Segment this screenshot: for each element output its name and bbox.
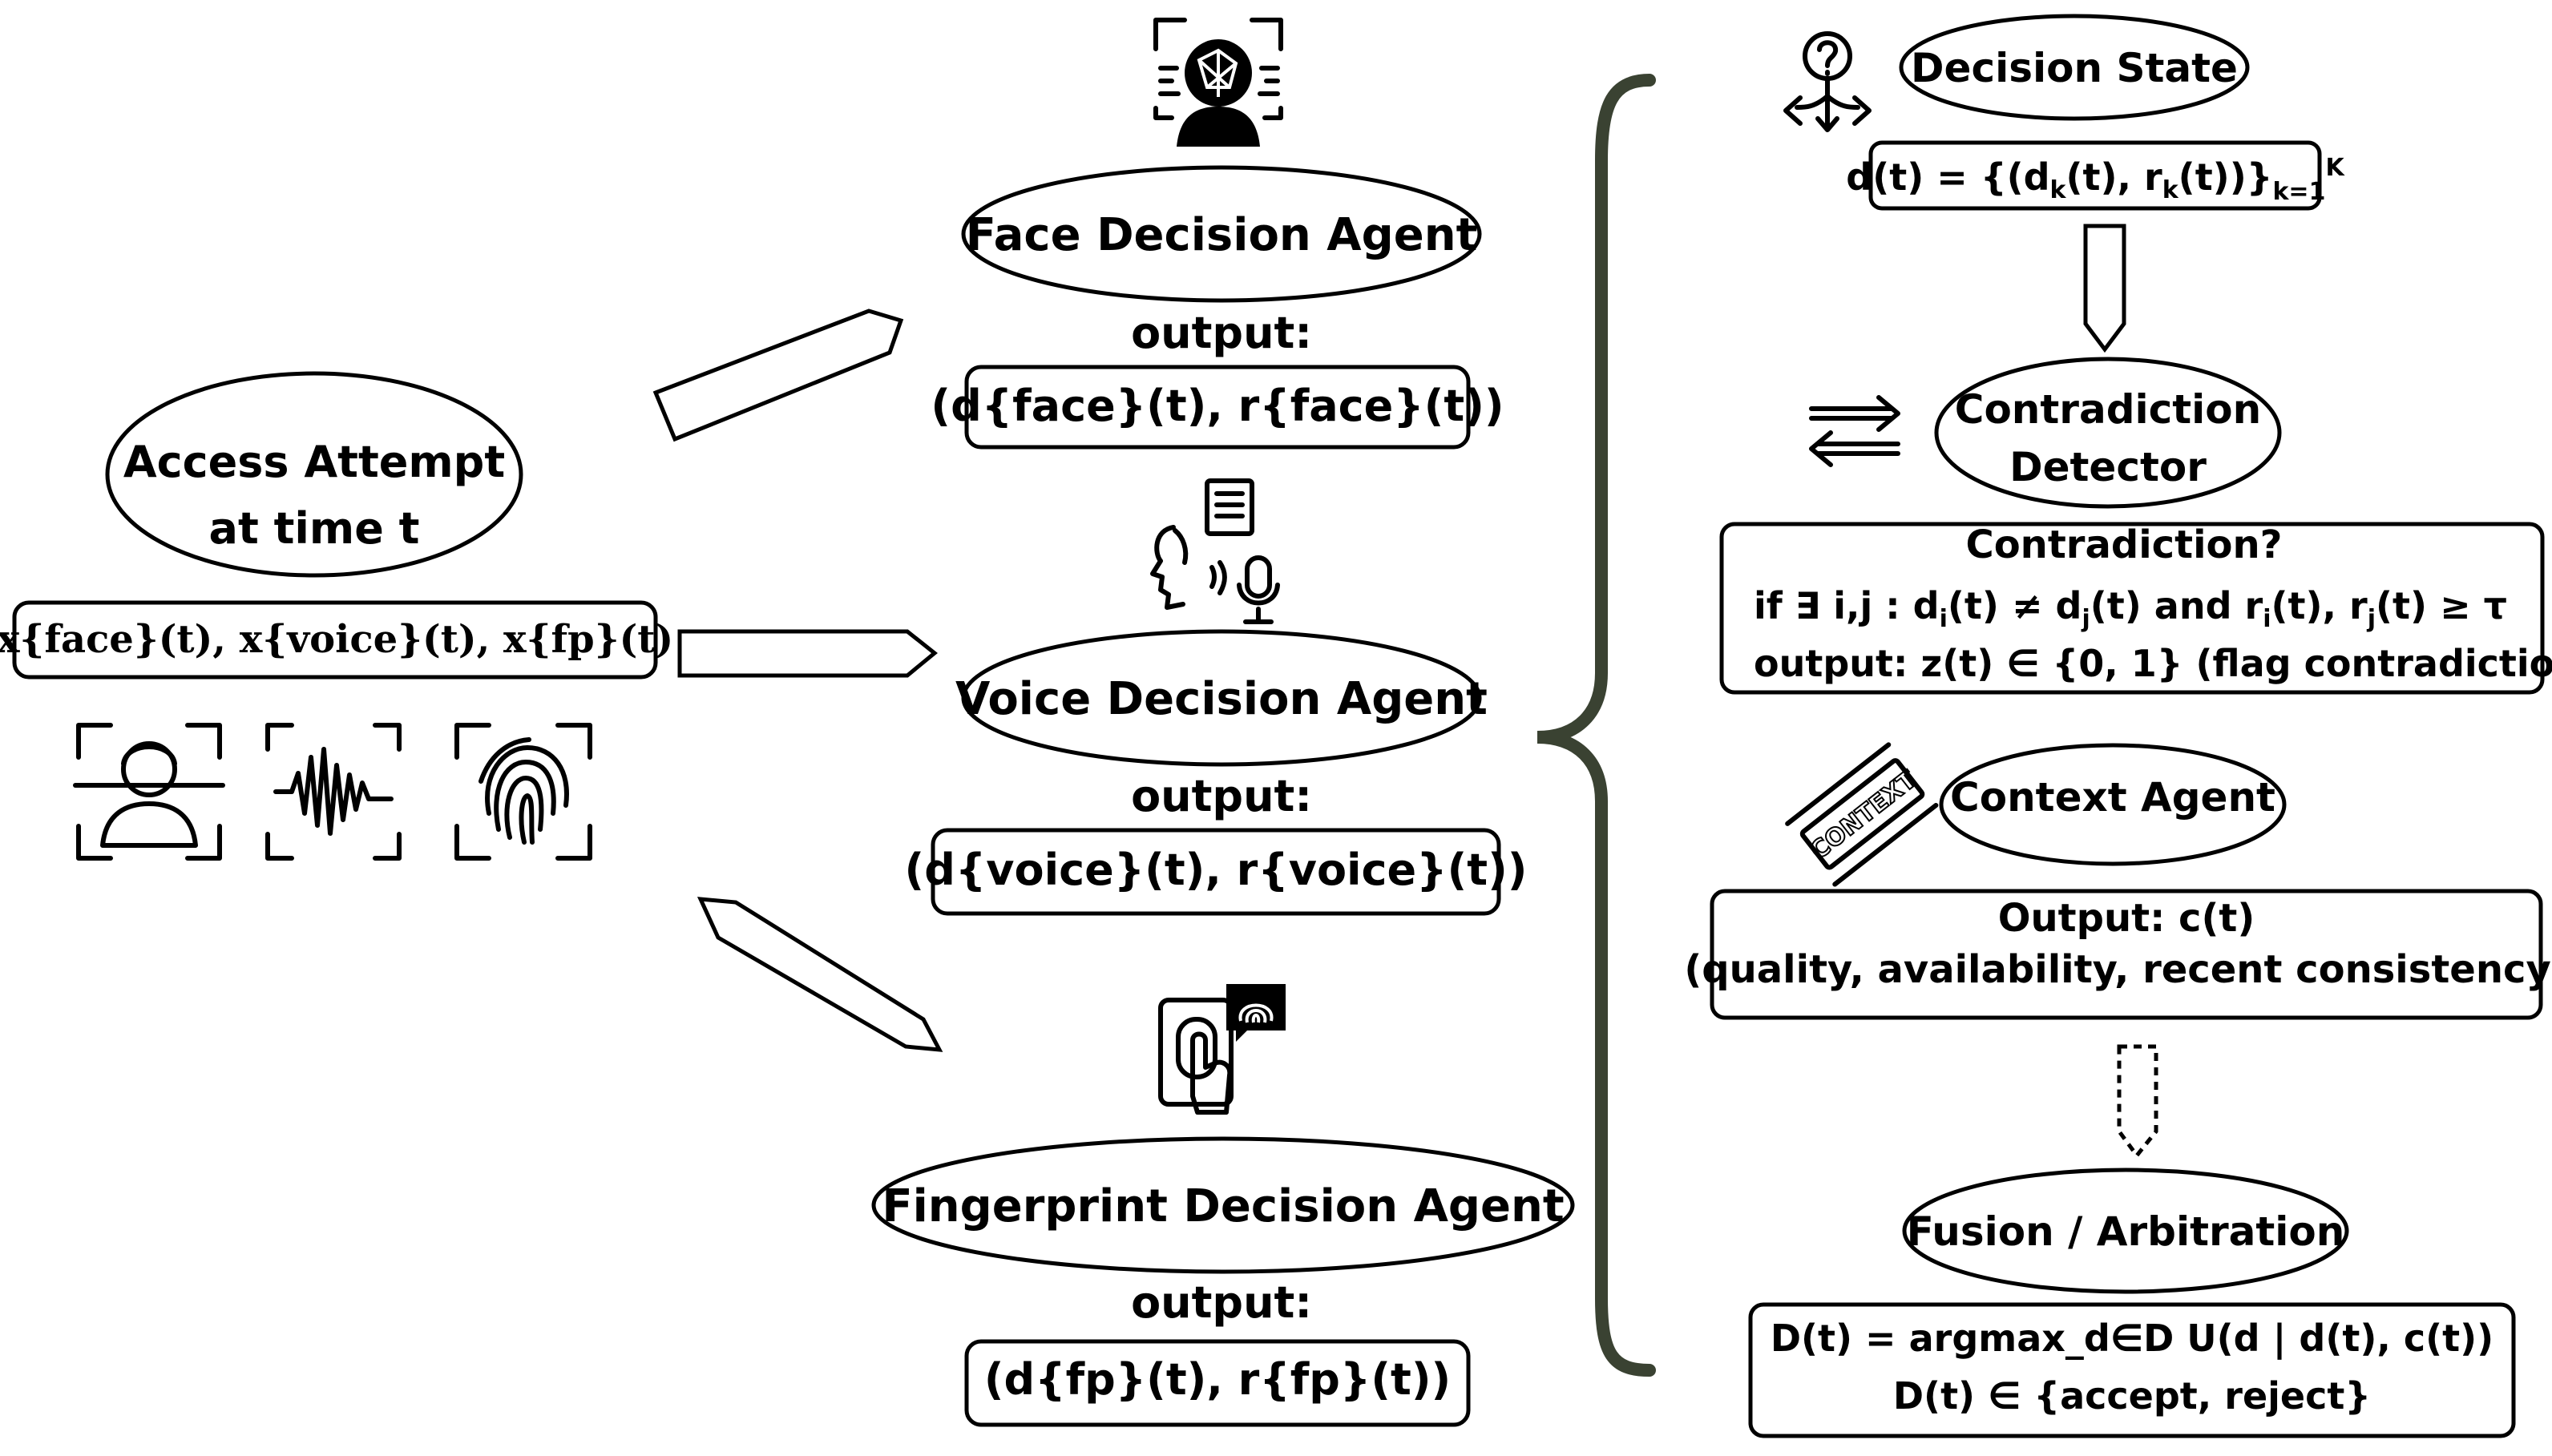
face-agent-output-box: (d{face}(t), r{face}(t))	[931, 365, 1504, 450]
contradiction-detector-node: Contradiction Detector	[1934, 357, 2282, 509]
contradiction-detector-title-line2: Detector	[2009, 444, 2207, 490]
arrow-to-face-agent	[652, 309, 904, 442]
fusion-title: Fusion / Arbitration	[1907, 1208, 2345, 1255]
fingerprint-agent-title: Fingerprint Decision Agent	[882, 1180, 1564, 1232]
context-stamp-icon: CONTEXT	[1785, 742, 1939, 887]
fingerprint-phone-icon	[1158, 984, 1286, 1115]
face-agent-title: Face Decision Agent	[966, 209, 1478, 261]
contradiction-output: output: z(t) ∈ {0, 1} (flag contradictio…	[1754, 642, 2552, 685]
face-agent-node: Face Decision Agent	[961, 165, 1482, 303]
contradiction-rule: if ∃ i,j : di(t) ≠ dj(t) and ri(t), rj(t…	[1754, 584, 2507, 633]
contradiction-box-title: Contradiction?	[1965, 522, 2282, 567]
decision-state-formula-box: d(t) = {(dk(t), rk(t))}k=1K	[1846, 140, 2345, 211]
input-signals-label: x{face}(t), x{voice}(t), x{fp}(t)	[0, 617, 673, 662]
context-agent-title: Context Agent	[1950, 774, 2275, 821]
fusion-arbitration-node: Fusion / Arbitration	[1902, 1168, 2349, 1294]
contradiction-detector-title-line1: Contradiction	[1955, 386, 2262, 433]
voice-agent-title: Voice Decision Agent	[955, 673, 1488, 725]
voice-assistant-icon	[1150, 478, 1280, 624]
access-attempt-title-line1: Access Attempt	[123, 437, 505, 487]
voice-agent-node: Voice Decision Agent	[955, 629, 1488, 767]
decision-icon	[1783, 31, 1872, 132]
context-output-line2: (quality, availability, recent consisten…	[1684, 947, 2552, 992]
fusion-formula-line1: D(t) = argmax_d∈D U(d | d(t), c(t))	[1771, 1317, 2493, 1361]
contradiction-rule-box: Contradiction? if ∃ i,j : di(t) ≠ dj(t) …	[1719, 522, 2552, 695]
decision-state-node: Decision State	[1899, 14, 2250, 121]
face-scan-icon	[73, 723, 225, 861]
fusion-formula-box: D(t) = argmax_d∈D U(d | d(t), c(t)) D(t)…	[1748, 1302, 2516, 1438]
arrow-to-voice-agent	[677, 629, 938, 678]
fingerprint-agent-output-label: output:	[1131, 1277, 1312, 1328]
input-signals-box: x{face}(t), x{voice}(t), x{fp}(t)	[0, 600, 673, 680]
voice-wave-icon	[265, 723, 402, 861]
voice-agent-output-label: output:	[1131, 771, 1312, 821]
fingerprint-agent-output: (d{fp}(t), r{fp}(t))	[984, 1354, 1451, 1405]
fingerprint-icon	[454, 723, 592, 861]
context-agent-node: Context Agent	[1939, 743, 2287, 866]
face-agent-output: (d{face}(t), r{face}(t))	[931, 381, 1504, 431]
face-recognition-icon	[1153, 18, 1283, 147]
decision-state-formula: d(t) = {(dk(t), rk(t))}k=1K	[1846, 154, 2345, 206]
voice-agent-output: (d{voice}(t), r{voice}(t))	[905, 845, 1528, 895]
access-attempt-node: Access Attempt at time t	[105, 371, 523, 578]
arrow-to-fingerprint-agent	[697, 897, 943, 1052]
grouping-brace	[1536, 74, 1656, 1377]
arrow-to-fusion	[2117, 1044, 2158, 1160]
fingerprint-agent-output-box: (d{fp}(t), r{fp}(t))	[964, 1339, 1471, 1427]
access-attempt-title-line2: at time t	[209, 503, 420, 554]
voice-agent-output-box: (d{voice}(t), r{voice}(t))	[905, 828, 1528, 916]
context-output-line1: Output: c(t)	[1998, 896, 2255, 941]
fingerprint-agent-node: Fingerprint Decision Agent	[871, 1136, 1575, 1274]
arrow-to-contradiction-detector	[2083, 224, 2126, 353]
face-agent-output-label: output:	[1131, 308, 1312, 358]
exchange-arrows-icon	[1809, 395, 1900, 467]
decision-state-title: Decision State	[1911, 45, 2238, 91]
context-output-box: Output: c(t) (quality, availability, rec…	[1684, 889, 2552, 1020]
fusion-formula-line2: D(t) ∈ {accept, reject}	[1893, 1374, 2371, 1418]
